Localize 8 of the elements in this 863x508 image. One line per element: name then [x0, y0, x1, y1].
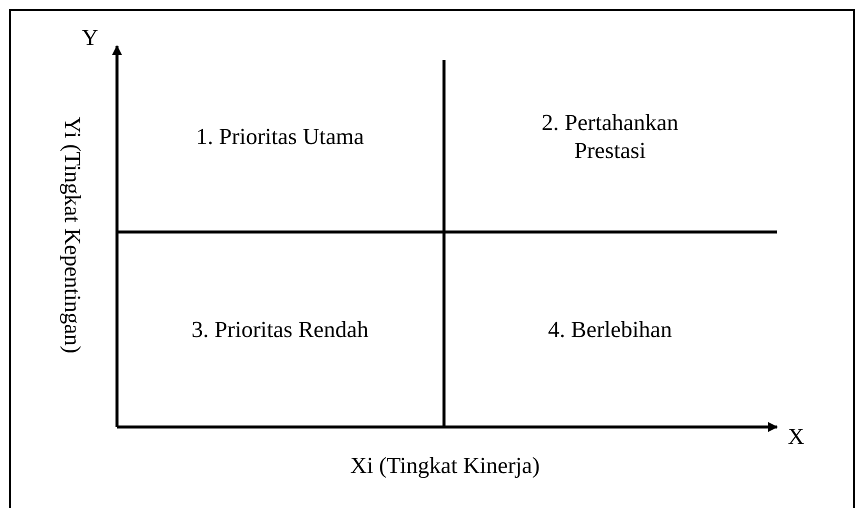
- quadrant-label: 4. Berlebihan: [547, 316, 673, 344]
- quadrant-label: 2. Pertahankan Prestasi: [540, 109, 680, 165]
- quadrant-label: 3. Prioritas Rendah: [190, 316, 370, 344]
- axis-title: Xi (Tingkat Kinerja): [349, 452, 541, 480]
- quadrant-label: 1. Prioritas Utama: [195, 123, 365, 151]
- axis-label: Y: [80, 24, 100, 52]
- axis-label: X: [786, 423, 806, 451]
- axis-title: Yi (Tingkat Kepentingan): [59, 116, 86, 356]
